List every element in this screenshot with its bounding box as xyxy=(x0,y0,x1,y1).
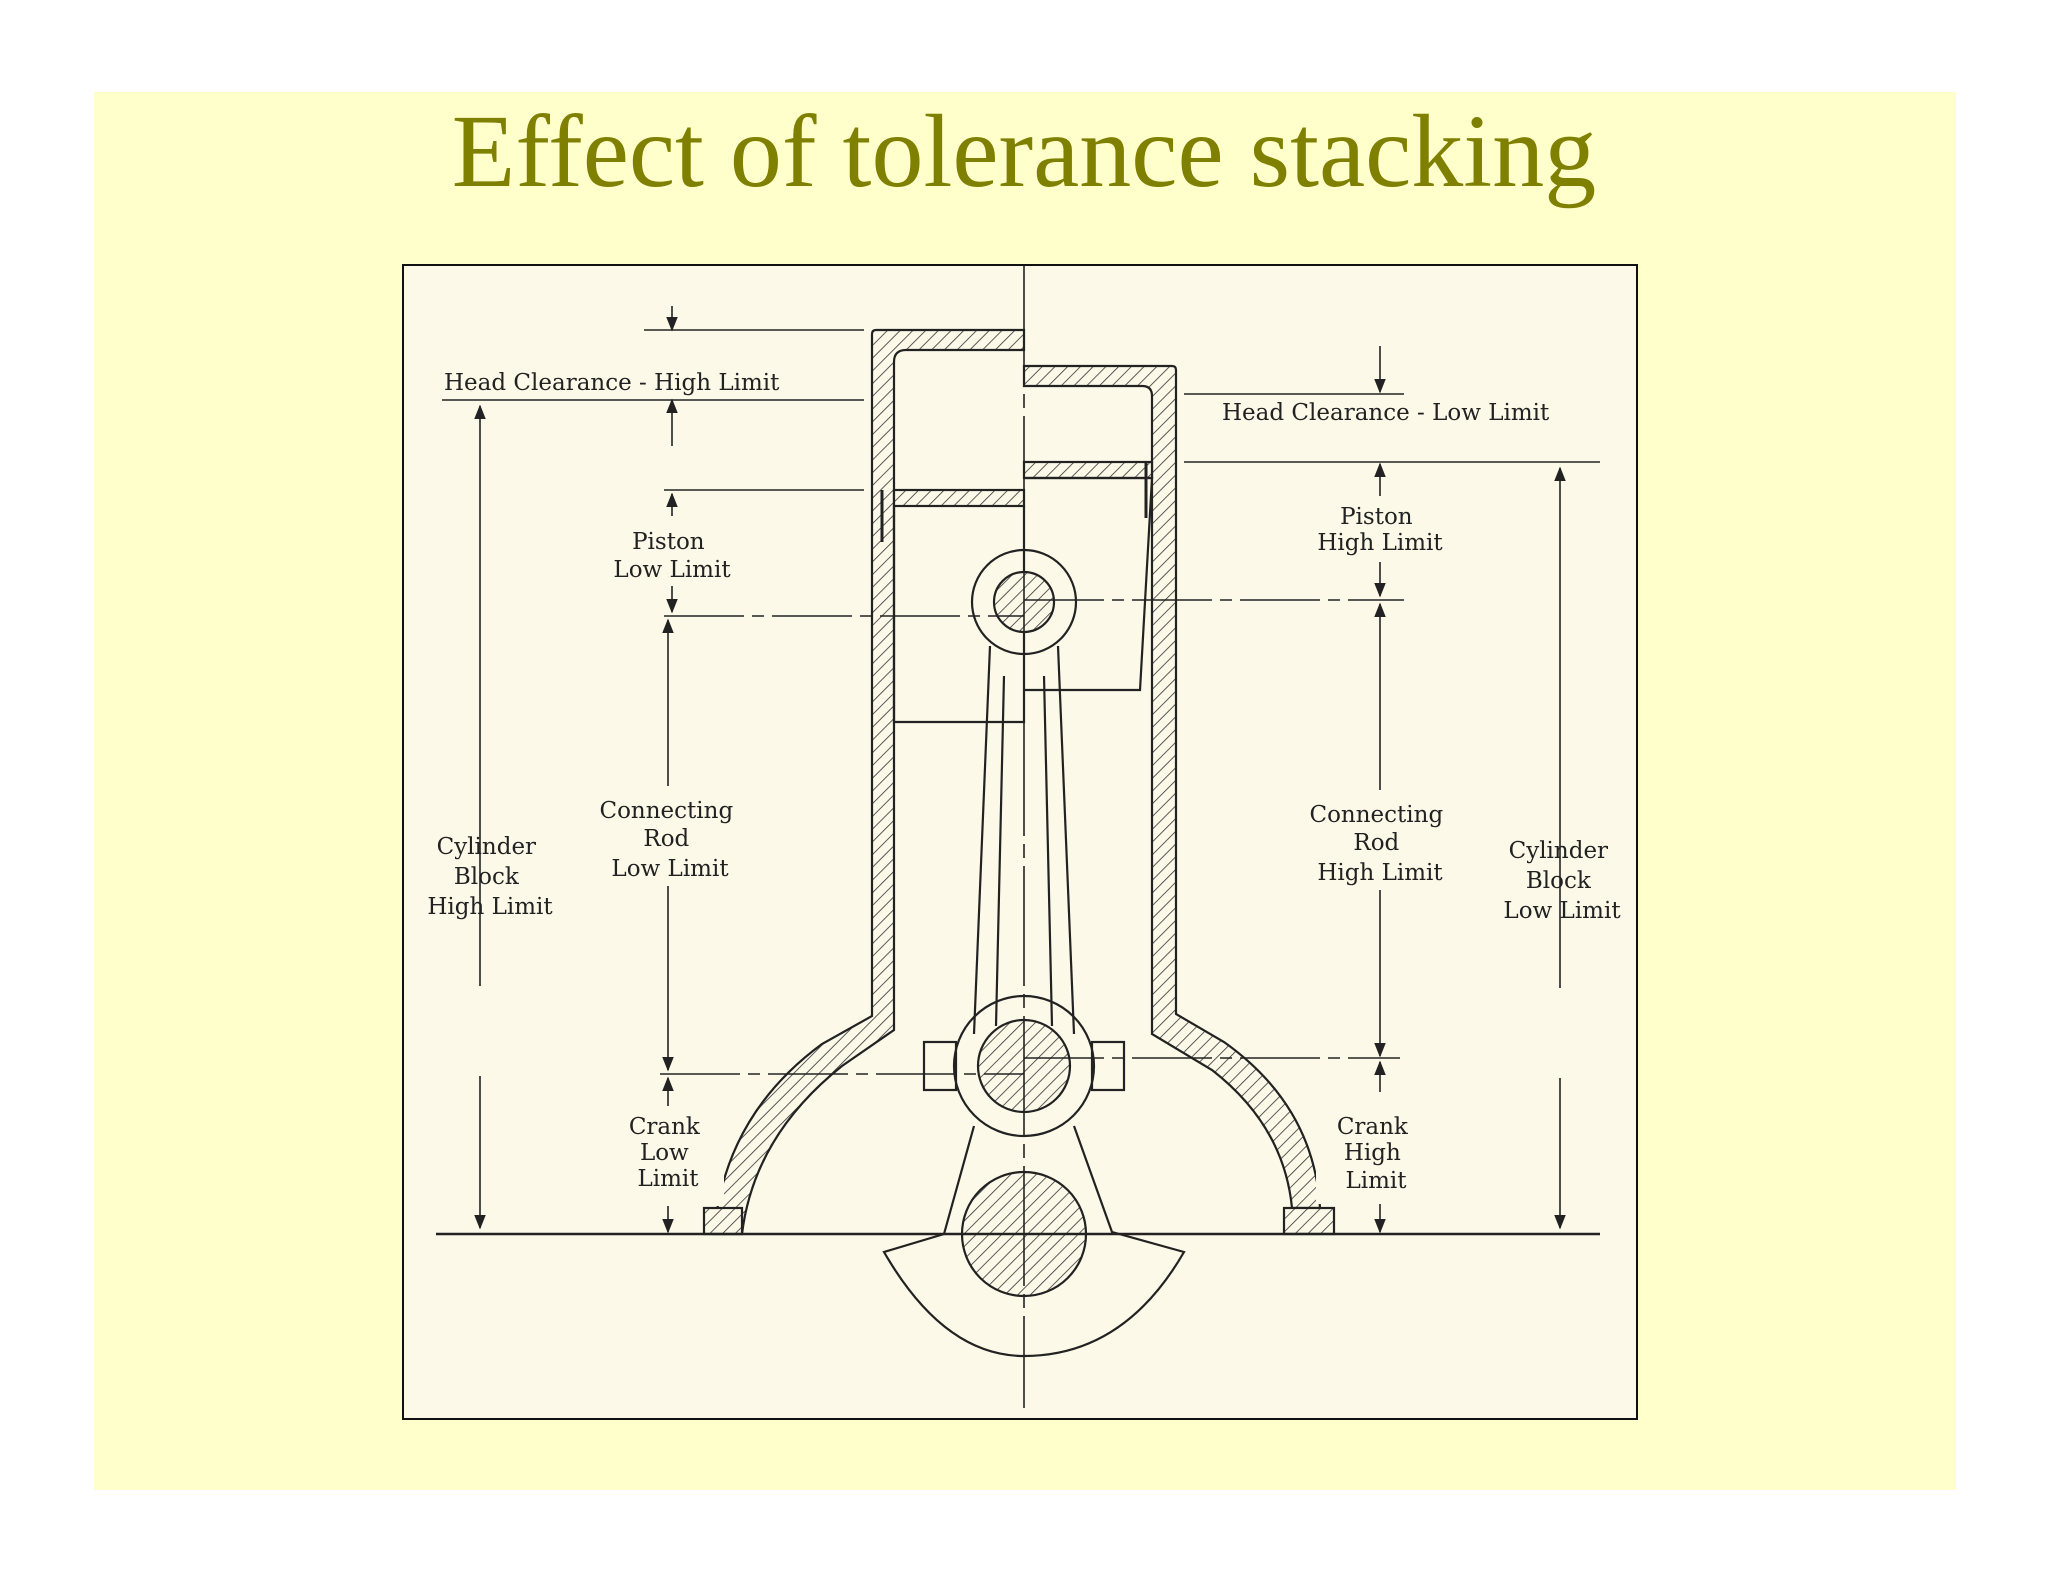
right-foot xyxy=(1282,1206,1336,1236)
label-crank-high: Crank High Limit xyxy=(1337,1114,1415,1194)
rod-bolt-right xyxy=(1090,1040,1126,1092)
slide-title: Effect of tolerance stacking xyxy=(451,94,1597,209)
piston-crown-left xyxy=(892,488,1026,508)
label-piston-high: Piston High Limit xyxy=(1317,504,1443,556)
piston-body-right xyxy=(1024,476,1154,692)
label-connecting-rod-high: Connecting Rod High Limit xyxy=(1309,802,1450,886)
label-cylinder-block-high: Cylinder Block High Limit xyxy=(427,834,553,920)
label-crank-low: Crank Low Limit xyxy=(629,1114,707,1192)
label-head-clearance-low: Head Clearance - Low Limit xyxy=(1222,400,1550,426)
cylinder-wall-left xyxy=(712,328,1026,1236)
label-head-clearance-high: Head Clearance - High Limit xyxy=(444,370,780,396)
label-connecting-rod-low: Connecting Rod Low Limit xyxy=(599,798,740,882)
piston-crown-right xyxy=(1022,460,1154,480)
rod-bolt-left xyxy=(922,1040,958,1092)
engine-tolerance-diagram: Head Clearance - High Limit Head Clearan… xyxy=(402,264,1638,1420)
diagram-svg: Head Clearance - High Limit Head Clearan… xyxy=(426,266,1636,1408)
label-cylinder-block-low: Cylinder Block Low Limit xyxy=(1503,838,1621,924)
rod-shank xyxy=(972,645,1076,1035)
left-foot xyxy=(702,1206,744,1236)
label-piston-low: Piston Low Limit xyxy=(613,529,731,583)
